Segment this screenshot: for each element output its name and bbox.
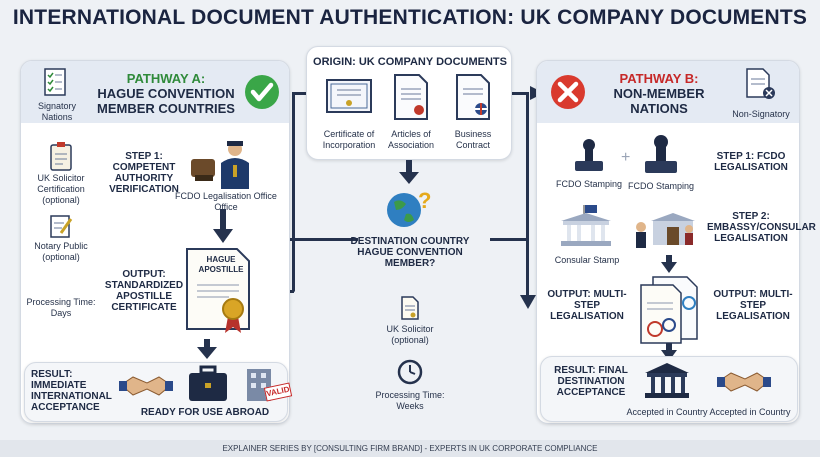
fcdo-stamping-2-label: FCDO Stamping [627, 181, 695, 191]
accepted-2-label: Accepted in Country [709, 407, 791, 417]
solicitor-document-icon [401, 296, 419, 320]
footer: EXPLAINER SERIES BY [CONSULTING FIRM BRA… [0, 440, 820, 457]
arrow-down-icon [213, 209, 233, 243]
cross-icon [551, 75, 585, 109]
globe-question-icon: ? [387, 188, 431, 227]
non-signatory-document-icon [746, 68, 775, 99]
checklist-icon [44, 68, 66, 96]
plus-icon: + [621, 149, 631, 166]
pathway-b-output-left: OUTPUT: MULTI-STEP LEGALISATION [547, 289, 627, 322]
pathway-b-step2: STEP 2: EMBASSY/CONSULAR LEGALISATION [707, 211, 816, 244]
handshake-icon [717, 372, 771, 392]
origin-heading: ORIGIN: UK COMPANY DOCUMENTS [313, 56, 507, 68]
notary-pen-icon [50, 215, 73, 238]
uk-solicitor-label: UK Solicitor Certification (optional) [37, 173, 85, 205]
doc-contract-label: Business Contract [454, 129, 492, 150]
consular-stamp-label: Consular Stamp [554, 255, 620, 265]
pathway-a-output: OUTPUT: STANDARDIZED APOSTILLE CERTIFICA… [104, 269, 184, 313]
pathway-b-result-box: RESULT: FINAL DESTINATION ACCEPTANCE Acc… [540, 356, 798, 422]
apostille-certificate-icon [186, 248, 250, 333]
pathway-a-result-box: RESULT: IMMEDIATE INTERNATIONAL ACCEPTAN… [24, 362, 293, 422]
pathway-b-heading: PATHWAY B: NON-MEMBER NATIONS [599, 71, 719, 116]
pathway-a-heading-line-1: PATHWAY A: [126, 71, 206, 86]
handshake-icon [119, 376, 173, 396]
question-line-2: HAGUE CONVENTION MEMBER? [357, 247, 463, 269]
ready-for-use: READY FOR USE ABROAD [140, 407, 270, 418]
question-line-1: DESTINATION COUNTRY [350, 236, 470, 247]
consular-official-icon [636, 213, 695, 248]
arrow-to-pathway-b-output-icon [520, 295, 536, 309]
accepted-1-label: Accepted in Country [626, 407, 708, 417]
arrow-down-icon [661, 343, 677, 361]
fcdo-office-label: FCDO Legalisation Office Office [175, 191, 277, 212]
rubber-stamp-icon [575, 139, 603, 171]
origin-panel: ORIGIN: UK COMPANY DOCUMENTS Certificate… [306, 46, 512, 160]
doc-certificate-label: Certificate of Incorporation [322, 129, 376, 150]
arrow-down-icon [661, 255, 677, 273]
pathway-b-step1: STEP 1: FCDO LEGALISATION [714, 151, 788, 173]
checkmark-icon [245, 75, 279, 109]
pathway-a-heading-line-2: HAGUE CONVENTION [97, 86, 235, 101]
arrow-down-icon [399, 160, 419, 184]
signatory-label: Signatory Nations [37, 101, 77, 122]
pathway-a-heading: PATHWAY A: HAGUE CONVENTION MEMBER COUNT… [91, 71, 241, 116]
rubber-stamp-icon [645, 135, 677, 173]
pathway-a-heading-line-3: MEMBER COUNTRIES [97, 101, 235, 116]
articles-document-icon [394, 74, 428, 120]
center-processing-label: Processing Time: Weeks [375, 390, 445, 411]
pathway-b-heading-line-2: NON-MEMBER [613, 86, 705, 101]
official-stamp-icon [191, 141, 249, 189]
pathway-b-result: RESULT: FINAL DESTINATION ACCEPTANCE [554, 365, 628, 398]
embassy-building-icon [561, 205, 611, 246]
destination-question: DESTINATION COUNTRY HAGUE CONVENTION MEM… [340, 236, 480, 269]
arrow-down-icon [197, 339, 217, 359]
contract-document-icon [456, 74, 490, 120]
certificate-icon [326, 79, 372, 113]
center-solicitor-label: UK Solicitor (optional) [386, 324, 434, 345]
page-title: INTERNATIONAL DOCUMENT AUTHENTICATION: U… [12, 6, 808, 29]
clock-icon [397, 359, 423, 385]
pathway-a-step1: STEP 1: COMPETENT AUTHORITY VERIFICATION [109, 151, 179, 195]
non-signatory-label: Non-Signatory [732, 109, 790, 119]
pathway-b-heading-line-3: NATIONS [630, 101, 688, 116]
pathway-a-result: RESULT: IMMEDIATE INTERNATIONAL ACCEPTAN… [31, 369, 112, 413]
fcdo-stamping-1-label: FCDO Stamping [555, 179, 623, 189]
pathway-b-heading-line-1: PATHWAY B: [619, 71, 699, 86]
apostille-doc-title: HAGUE APOSTILLE [198, 255, 244, 274]
briefcase-icon [189, 365, 227, 401]
svg-text:?: ? [418, 188, 431, 213]
processing-days-label: Processing Time: Days [26, 297, 96, 318]
legalised-documents-icon [640, 276, 698, 344]
courthouse-icon [645, 363, 689, 398]
clipboard-icon [50, 142, 72, 171]
notary-label: Notary Public (optional) [34, 241, 88, 262]
pathway-b-output-right: OUTPUT: MULTI-STEP LEGALISATION [713, 289, 793, 322]
doc-articles-label: Articles of Association [387, 129, 435, 150]
